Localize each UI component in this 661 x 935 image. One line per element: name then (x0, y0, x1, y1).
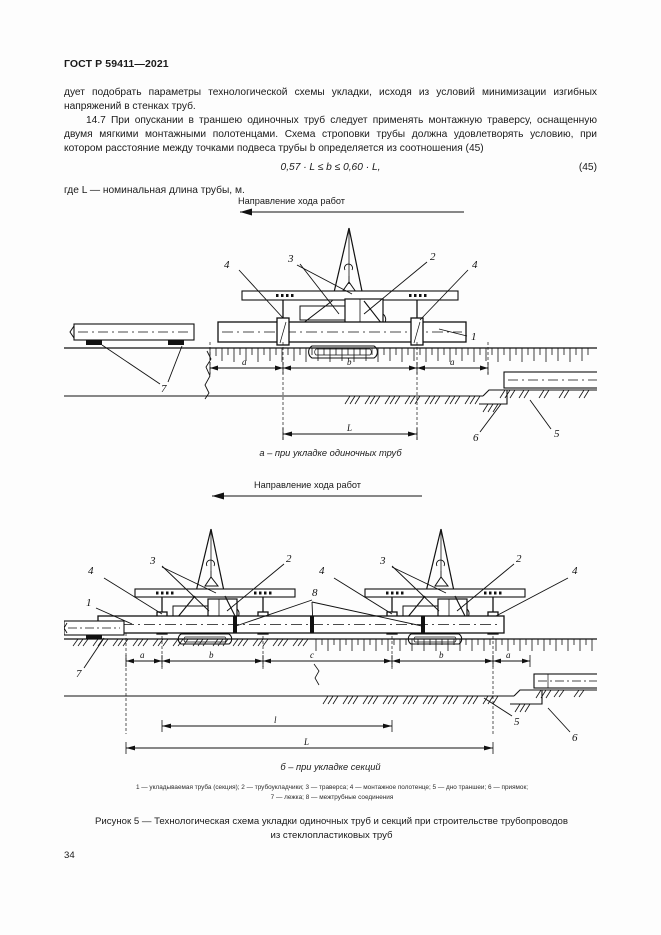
formula-expression: 0,57 · L ≤ b ≤ 0,60 · L, (280, 162, 381, 174)
where-line: где L — номинальная длина трубы, м. (64, 185, 245, 197)
callout-b-4-left: 4 (88, 565, 94, 577)
callout-a-4-right: 4 (472, 259, 478, 271)
figure-part-a: Направление хода работ (64, 196, 597, 466)
dim-b-L: L (303, 737, 309, 747)
page-content: ГОСТ Р 59411—2021 дует подобрать парамет… (64, 0, 597, 935)
figure-part-b: Направление хода работ (64, 474, 597, 774)
callout-a-4-left: 4 (224, 259, 230, 271)
callout-a-6: 6 (473, 432, 479, 444)
diagram-b-svg: 4 3 2 4 8 3 2 4 1 7 5 6 a b c b a l L (64, 492, 597, 754)
paragraph-2-text: При опускании в траншею одиночных труб с… (64, 115, 597, 155)
dim-b-a-right: a (506, 650, 511, 660)
callout-a-2: 2 (430, 251, 436, 263)
paragraph-2: 14.7 При опускании в траншею одиночных т… (64, 114, 597, 156)
callout-b-7: 7 (76, 668, 82, 680)
dim-a-b: b (347, 357, 352, 367)
callout-b-8: 8 (312, 587, 318, 599)
callout-a-3: 3 (287, 253, 294, 265)
callout-b-4-right: 4 (572, 565, 578, 577)
dim-b-c: c (310, 650, 314, 660)
formula-number: (45) (578, 162, 597, 174)
diagram-a-svg: 4 3 2 4 1 7 6 5 a b a L (64, 208, 597, 444)
callout-a-1: 1 (471, 331, 477, 343)
direction-label-b: Направление хода работ (254, 480, 361, 490)
callout-b-6: 6 (572, 732, 578, 744)
dim-b-l: l (274, 715, 277, 725)
callout-b-5: 5 (514, 716, 520, 728)
callout-b-2-right: 2 (516, 553, 522, 565)
legend-line-1: 1 — укладываемая труба (секция); 2 — тру… (135, 784, 529, 791)
legend-line-2: 7 — лежка; 8 — межтрубные соединения (270, 794, 394, 801)
figure-caption: Рисунок 5 — Технологическая схема укладк… (74, 815, 589, 842)
sub-caption-a: а – при укладке одиночных труб (259, 448, 402, 458)
paragraph-1: дует подобрать параметры технологической… (64, 87, 597, 113)
figure-caption-line-2: из стеклопластиковых труб (270, 829, 393, 841)
callout-b-2-left: 2 (286, 553, 292, 565)
figure-caption-line-1: Рисунок 5 — Технологическая схема укладк… (95, 816, 568, 827)
dim-a-a-left: a (242, 357, 247, 367)
dim-b-a-left: a (140, 650, 145, 660)
dim-b-b-left: b (209, 650, 214, 660)
body-text-block: дует подобрать параметры технологической… (64, 86, 597, 199)
callout-b-3-left: 3 (149, 555, 156, 567)
callout-b-1: 1 (86, 597, 92, 609)
page-number: 34 (64, 850, 75, 861)
standard-header: ГОСТ Р 59411—2021 (64, 58, 169, 70)
dim-a-L: L (346, 423, 352, 433)
figure-legend: 1 — укладываемая труба (секция); 2 — тру… (72, 783, 592, 803)
dim-b-b-right: b (439, 650, 444, 660)
callout-b-4-mid: 4 (319, 565, 325, 577)
clause-number: 14.7 (86, 115, 106, 127)
callout-b-3-right: 3 (379, 555, 386, 567)
dim-a-a-right: a (450, 357, 455, 367)
callout-a-7: 7 (161, 383, 167, 395)
formula-row: 0,57 · L ≤ b ≤ 0,60 · L, (45) (64, 161, 597, 179)
direction-label-a: Направление хода работ (238, 196, 345, 206)
sub-caption-b: б – при укладке секций (280, 762, 381, 772)
callout-a-5: 5 (554, 428, 560, 440)
